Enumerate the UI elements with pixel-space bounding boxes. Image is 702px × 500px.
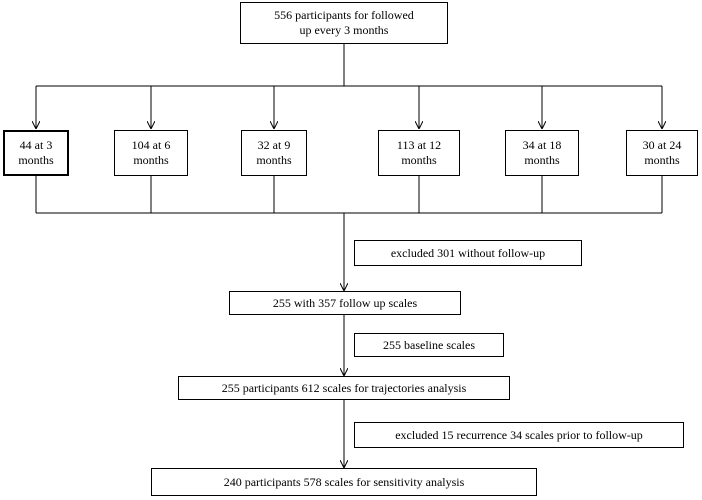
followup-box-6-months: 104 at 6 months — [114, 130, 188, 176]
top-participants-box: 556 participants for followed up every 3… — [240, 2, 448, 44]
excluded-without-followup-box: excluded 301 without follow-up — [354, 240, 582, 266]
followup-box-3-months: 44 at 3 months — [3, 130, 69, 176]
followup-box-18-months: 34 at 18 months — [505, 130, 579, 176]
baseline-scales-box: 255 baseline scales — [354, 333, 504, 357]
followup-box-24-months: 30 at 24 months — [626, 130, 698, 176]
followup-box-12-months: 113 at 12 months — [378, 130, 460, 176]
followup-scales-box: 255 with 357 follow up scales — [229, 291, 461, 315]
excluded-recurrence-box: excluded 15 recurrence 34 scales prior t… — [354, 422, 684, 448]
sensitivity-analysis-box: 240 participants 578 scales for sensitiv… — [151, 468, 537, 496]
followup-box-9-months: 32 at 9 months — [241, 130, 307, 176]
trajectories-analysis-box: 255 participants 612 scales for trajecto… — [178, 376, 510, 400]
